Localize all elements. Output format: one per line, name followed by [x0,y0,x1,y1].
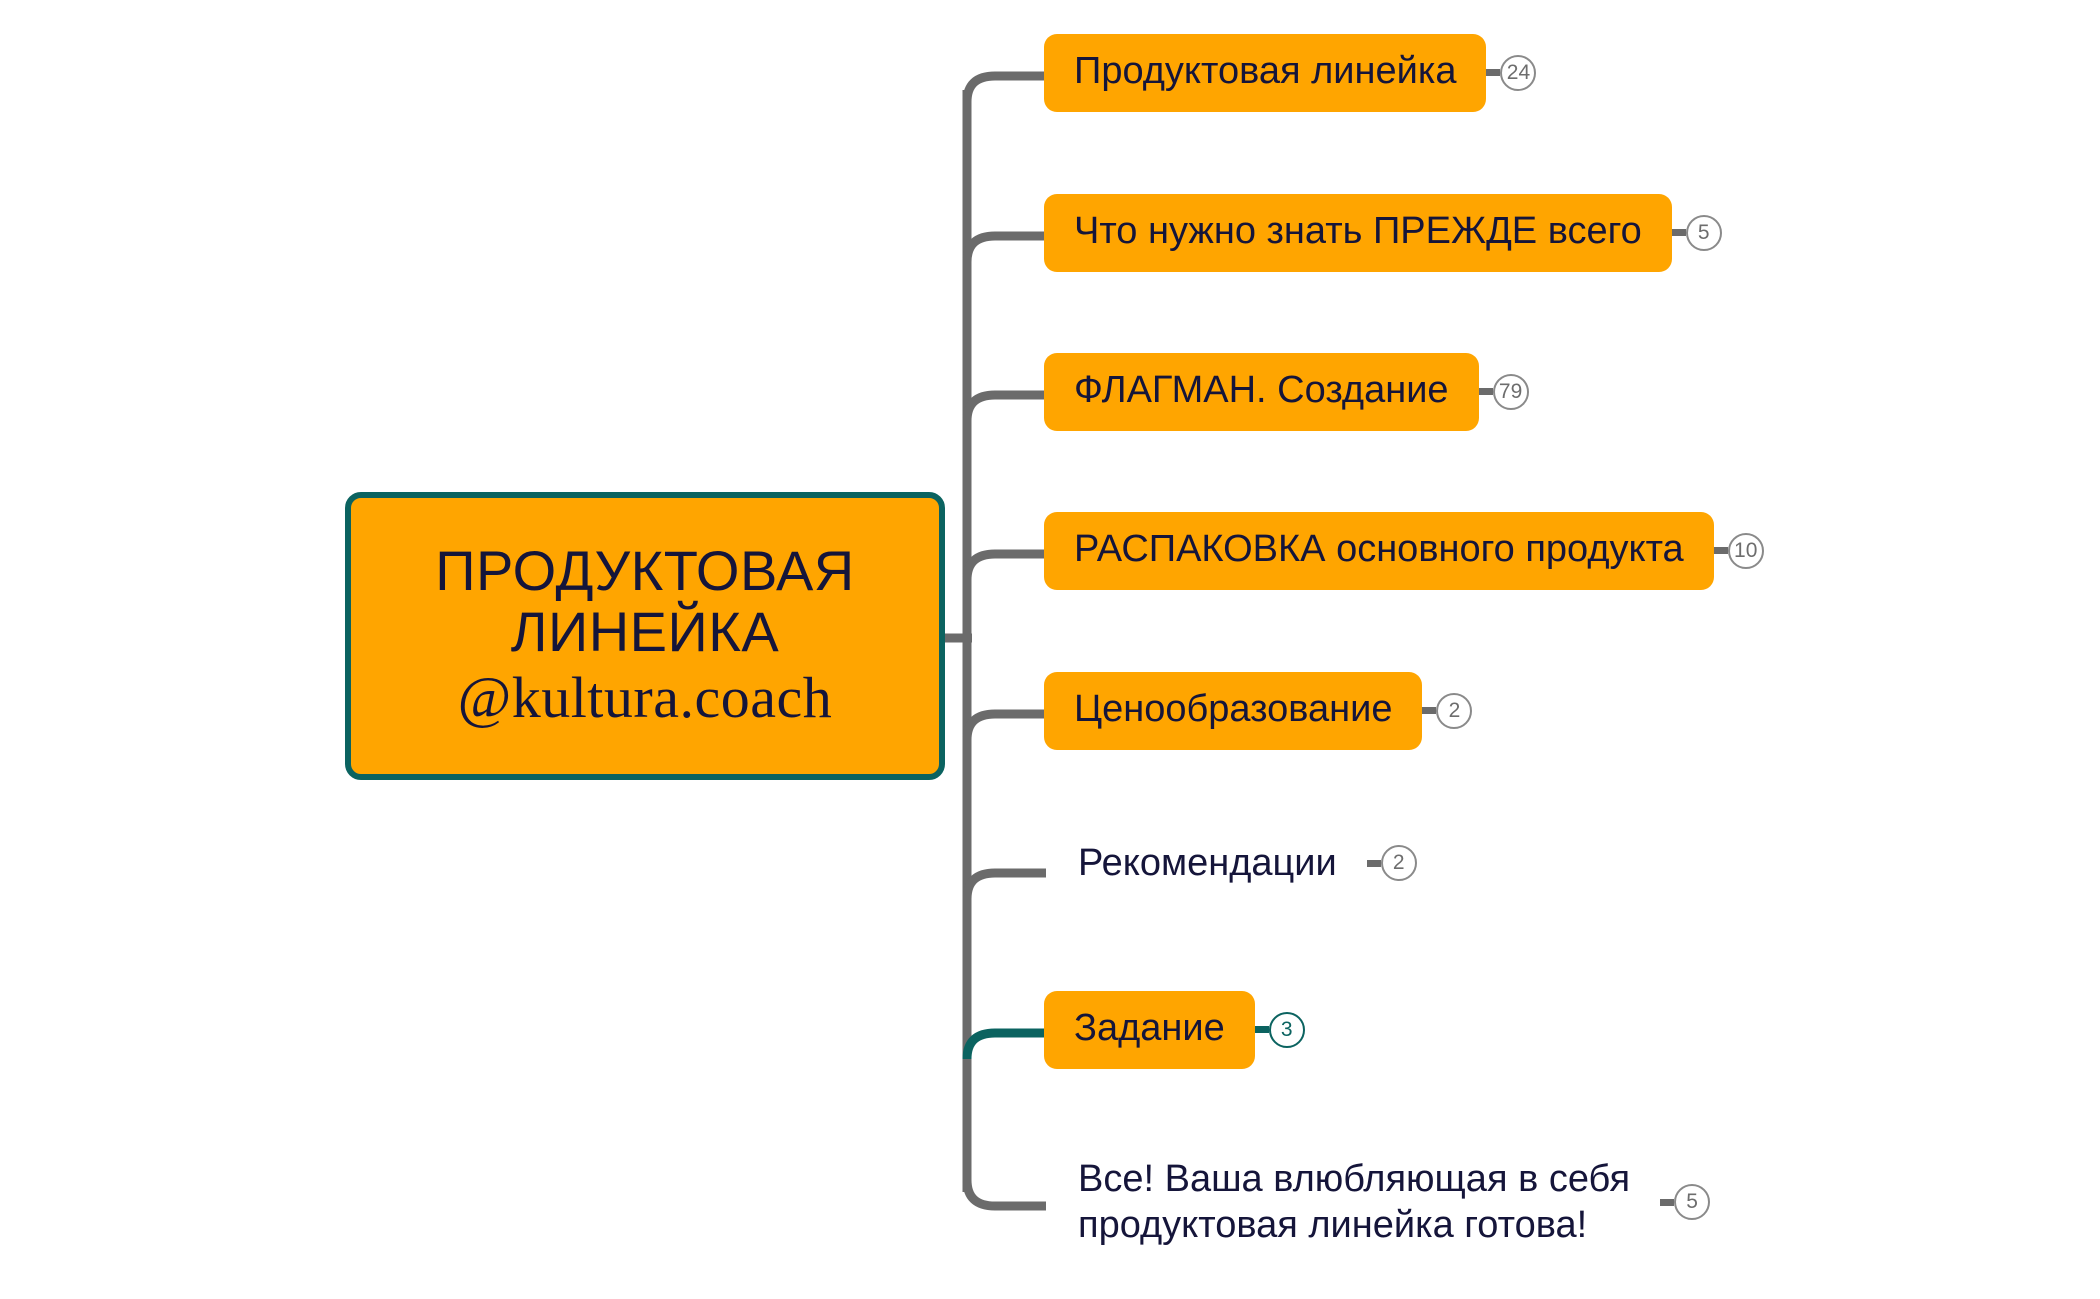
branch-count-badge-2[interactable]: 5 [1685,214,1722,251]
branch-count-badge-7[interactable]: 3 [1268,1011,1305,1048]
branch-count-badge-8[interactable]: 5 [1674,1184,1711,1221]
branch-label-6: Рекомендации [1078,842,1337,884]
branch-line-2 [962,231,1046,263]
branch-label-1: Продуктовая линейка [1074,50,1457,92]
root-title-line-2: ЛИНЕЙКА [510,599,780,663]
branch-node-6[interactable]: Рекомендации 2 [1044,836,1417,890]
badge-stub-icon [1366,859,1381,867]
branch-count-badge-3[interactable]: 79 [1492,373,1529,410]
branch-node-3[interactable]: ФЛАГМАН. Создание 79 [1044,353,1529,431]
branch-chip-3[interactable]: ФЛАГМАН. Создание [1044,353,1479,431]
badge-stub-icon [1478,388,1493,396]
branch-line-3 [962,390,1046,422]
branch-chip-7[interactable]: Задание [1044,991,1255,1069]
badge-stub-icon [1671,229,1686,237]
branch-chip-8[interactable]: Все! Ваша влюбляющая в себя продуктовая … [1044,1152,1630,1253]
branch-chip-4[interactable]: РАСПАКОВКА основного продукта [1044,512,1714,590]
branch-badge-wrap-3[interactable]: 79 [1478,373,1529,410]
branch-badge-wrap-5[interactable]: 2 [1422,692,1473,729]
branch-badge-wrap-1[interactable]: 24 [1486,54,1537,91]
root-handle: @kultura.coach [457,664,833,730]
badge-stub-icon [1713,547,1728,555]
branch-node-7[interactable]: Задание 3 [1044,991,1305,1069]
branch-node-4[interactable]: РАСПАКОВКА основного продукта 10 [1044,512,1764,590]
branch-node-5[interactable]: Ценообразование 2 [1044,672,1473,750]
root-title-line-1: ПРОДУКТОВАЯ [435,539,855,603]
branch-label-5: Ценообразование [1074,688,1393,730]
badge-stub-icon [1660,1198,1675,1206]
branch-node-8[interactable]: Все! Ваша влюбляющая в себя продуктовая … [1044,1152,1711,1253]
branch-label-7: Задание [1074,1007,1225,1049]
branch-chip-5[interactable]: Ценообразование [1044,672,1423,750]
branch-badge-wrap-4[interactable]: 10 [1713,532,1764,569]
branch-badge-wrap-2[interactable]: 5 [1671,214,1722,251]
branch-label-4: РАСПАКОВКА основного продукта [1074,528,1684,570]
branch-chip-2[interactable]: Что нужно знать ПРЕЖДЕ всего [1044,194,1672,272]
branch-count-badge-6[interactable]: 2 [1380,845,1417,882]
branch-count-badge-1[interactable]: 24 [1500,54,1537,91]
branch-count-badge-5[interactable]: 2 [1436,692,1473,729]
branch-line-1 [962,71,1046,103]
branch-line-7 [962,1028,1046,1060]
root-node[interactable]: ПРОДУКТОВАЯ ЛИНЕЙКА @kultura.coach [345,492,945,780]
branch-line-4 [962,549,1046,581]
branch-node-1[interactable]: Продуктовая линейка 24 [1044,34,1537,112]
branch-count-badge-4[interactable]: 10 [1727,532,1764,569]
branch-line-5 [962,709,1046,741]
branch-badge-wrap-8[interactable]: 5 [1660,1184,1711,1221]
badge-stub-icon [1254,1026,1269,1034]
branch-badge-wrap-7[interactable]: 3 [1254,1011,1305,1048]
badge-stub-icon [1486,69,1501,77]
branch-badge-wrap-6[interactable]: 2 [1366,845,1417,882]
branch-line-8 [962,1179,1046,1211]
branch-label-8: Все! Ваша влюбляющая в себя продуктовая … [1078,1158,1631,1247]
branch-label-2: Что нужно знать ПРЕЖДЕ всего [1074,210,1642,252]
badge-stub-icon [1422,707,1437,715]
branch-chip-6[interactable]: Рекомендации [1044,836,1337,890]
branch-node-2[interactable]: Что нужно знать ПРЕЖДЕ всего 5 [1044,194,1722,272]
branch-label-3: ФЛАГМАН. Создание [1074,369,1449,411]
branch-line-6 [962,868,1046,900]
branch-chip-1[interactable]: Продуктовая линейка [1044,34,1487,112]
